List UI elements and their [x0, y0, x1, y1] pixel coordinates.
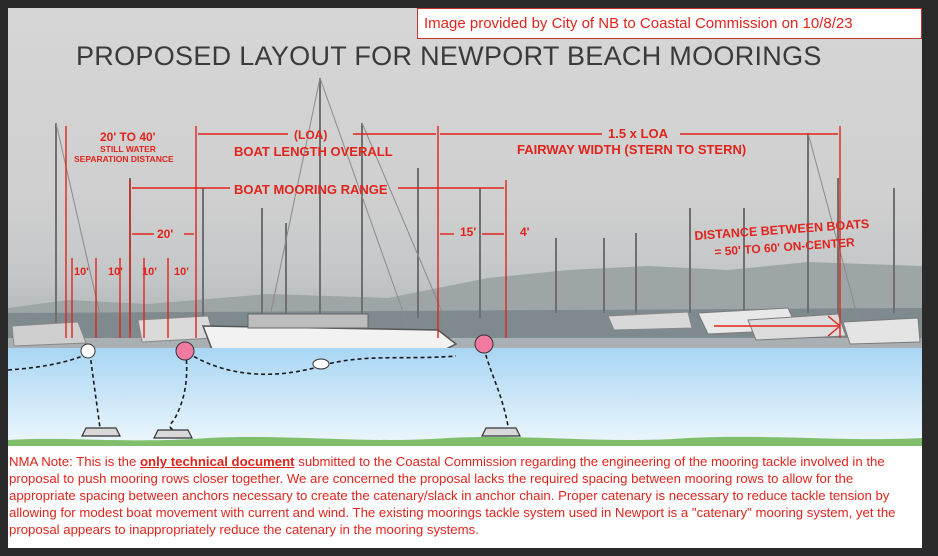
anchor-blocks — [81, 427, 521, 439]
dimension-10ft-b: 10' — [108, 266, 123, 278]
harbor-diagram: PROPOSED LAYOUT FOR NEWPORT BEACH MOORIN… — [8, 8, 922, 446]
harbor-scene — [8, 77, 922, 446]
water — [8, 348, 922, 446]
main-boat — [201, 313, 458, 354]
dimension-10ft-c: 10' — [142, 266, 157, 278]
background-boats — [11, 307, 921, 347]
dimension-lines — [65, 126, 841, 338]
separation-range-label: 20' TO 40' — [100, 130, 156, 144]
dimension-10ft-a: 10' — [74, 266, 89, 278]
separation-label-line2: SEPARATION DISTANCE — [74, 154, 174, 164]
note-body: submitted to the Coastal Commission rega… — [9, 454, 896, 537]
fairway-multiplier-label: 1.5 x LOA — [608, 126, 668, 141]
image-credit: Image provided by City of NB to Coastal … — [417, 8, 922, 39]
dimension-20ft: 20' — [157, 227, 174, 241]
dimension-4ft: 4' — [520, 225, 530, 239]
sailboat-masts — [55, 78, 895, 333]
fairway-width-label: FAIRWAY WIDTH (STERN TO STERN) — [517, 142, 747, 157]
nma-note: NMA Note: This is the only technical doc… — [8, 446, 922, 548]
rigging — [55, 77, 859, 329]
dimension-15ft: 15' — [460, 225, 477, 239]
separation-label-line1: STILL WATER — [100, 144, 156, 154]
mooring-buoys — [80, 334, 494, 370]
dimension-10ft-d: 10' — [174, 266, 189, 278]
boat-mooring-range-label: BOAT MOORING RANGE — [234, 182, 388, 197]
seabed — [8, 436, 922, 446]
note-prefix: NMA Note: This is the — [9, 454, 140, 469]
mooring-chains — [8, 347, 509, 431]
loa-label: (LOA) — [294, 128, 328, 142]
diagram-title: PROPOSED LAYOUT FOR NEWPORT BEACH MOORIN… — [76, 41, 822, 71]
note-emphasis: only technical document — [139, 454, 295, 469]
boat-length-overall-label: BOAT LENGTH OVERALL — [234, 144, 393, 159]
